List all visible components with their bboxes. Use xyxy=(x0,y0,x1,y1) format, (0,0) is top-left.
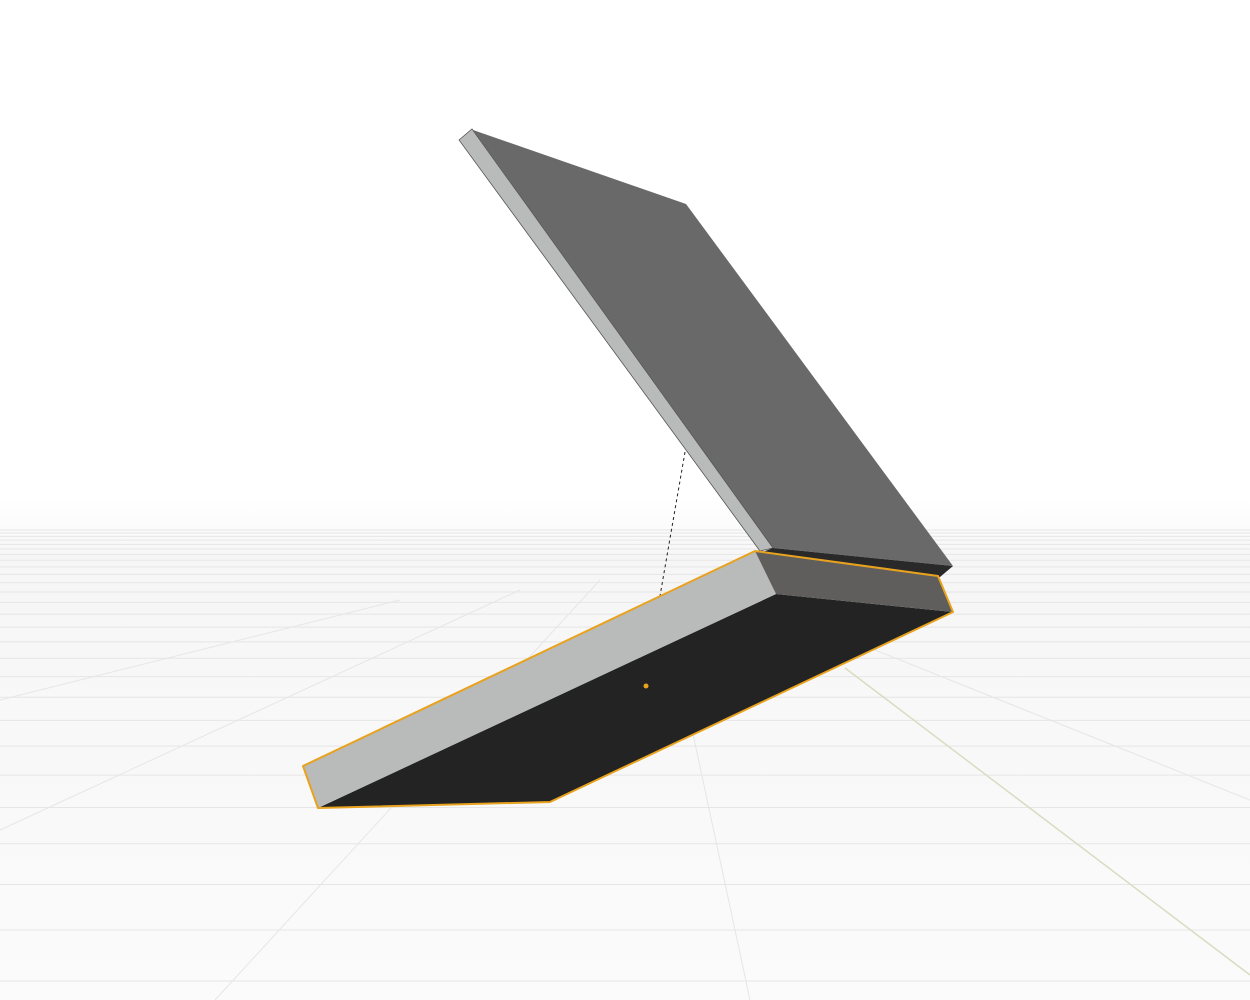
selection-outline xyxy=(302,550,954,809)
grid-line xyxy=(689,719,751,1000)
base-object-selected[interactable] xyxy=(302,550,954,809)
base-top-face xyxy=(303,551,776,808)
x-axis-line xyxy=(844,667,1250,976)
base-bottom-face xyxy=(318,594,953,808)
base-side-face xyxy=(755,551,953,612)
grid-line xyxy=(0,599,401,701)
parent-relation-line xyxy=(659,451,686,597)
lid-bottom-edge xyxy=(760,548,953,577)
grid-line xyxy=(0,589,521,831)
object-origin-dot xyxy=(643,683,649,689)
lid-face xyxy=(473,130,953,566)
grid-line xyxy=(849,639,1250,801)
lid-object[interactable] xyxy=(458,128,953,577)
